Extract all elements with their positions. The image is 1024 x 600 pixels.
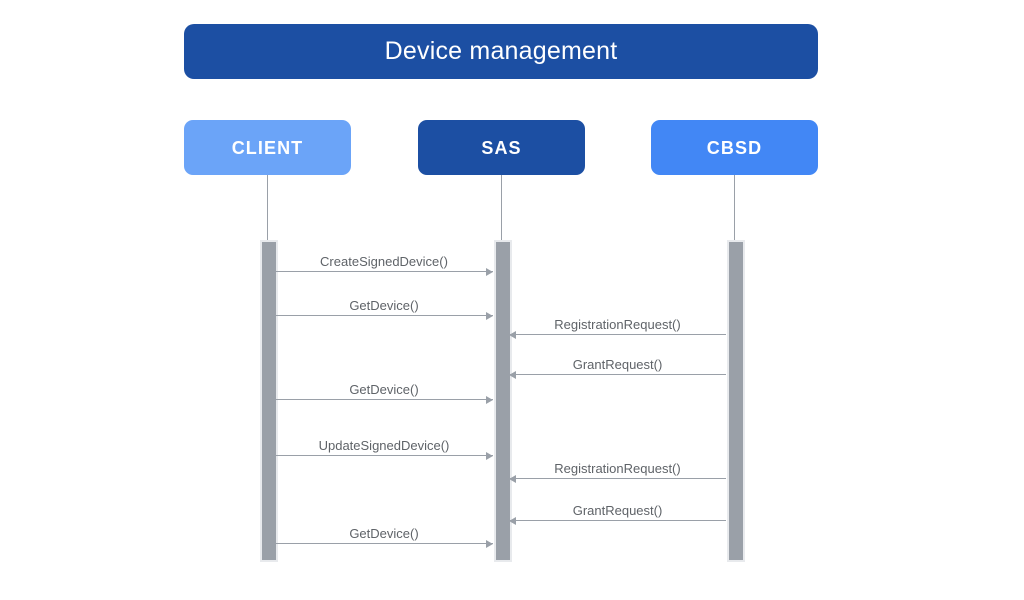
message-label: GetDevice() — [349, 526, 419, 541]
message-5[interactable]: GetDevice() — [275, 372, 493, 404]
participant-label: CLIENT — [231, 137, 304, 158]
arrow-head-right-icon — [486, 539, 493, 548]
message-line — [275, 399, 493, 400]
page-title: Device management — [384, 37, 618, 65]
message-line — [509, 520, 726, 521]
message-label: UpdateSignedDevice() — [318, 438, 450, 453]
message-1[interactable]: CreateSignedDevice() — [275, 244, 493, 276]
arrow-head-right-icon — [486, 395, 493, 404]
participant-sas[interactable]: SAS — [418, 120, 585, 175]
message-7[interactable]: RegistrationRequest() — [509, 451, 726, 483]
activation-bar-client — [260, 240, 278, 562]
participant-cbsd[interactable]: CBSD — [651, 120, 818, 175]
message-line — [275, 271, 493, 272]
message-4[interactable]: GrantRequest() — [509, 347, 726, 379]
arrow-head-left-icon — [509, 474, 516, 483]
message-9[interactable]: GetDevice() — [275, 516, 493, 548]
message-line — [509, 334, 726, 335]
message-line — [275, 455, 493, 456]
arrow-head-left-icon — [509, 330, 516, 339]
message-label: RegistrationRequest() — [554, 461, 681, 476]
activation-bar-cbsd — [727, 240, 745, 562]
participant-client[interactable]: CLIENT — [184, 120, 351, 175]
message-label: GetDevice() — [349, 298, 419, 313]
message-label: RegistrationRequest() — [554, 317, 681, 332]
arrow-head-right-icon — [486, 267, 493, 276]
diagram-title-banner: Device management — [184, 24, 818, 79]
arrow-head-left-icon — [509, 370, 516, 379]
message-line — [275, 543, 493, 544]
participant-label: CBSD — [706, 137, 763, 158]
message-label: GrantRequest() — [572, 503, 663, 518]
message-label: GetDevice() — [349, 382, 419, 397]
message-label: GrantRequest() — [572, 357, 663, 372]
activation-bar-sas — [494, 240, 512, 562]
message-3[interactable]: RegistrationRequest() — [509, 307, 726, 339]
message-line — [509, 478, 726, 479]
arrow-head-right-icon — [486, 451, 493, 460]
message-line — [509, 374, 726, 375]
message-label: CreateSignedDevice() — [320, 254, 448, 269]
arrow-head-right-icon — [486, 311, 493, 320]
message-6[interactable]: UpdateSignedDevice() — [275, 428, 493, 460]
arrow-head-left-icon — [509, 516, 516, 525]
message-2[interactable]: GetDevice() — [275, 288, 493, 320]
message-8[interactable]: GrantRequest() — [509, 493, 726, 525]
message-line — [275, 315, 493, 316]
participant-label: SAS — [481, 137, 522, 158]
